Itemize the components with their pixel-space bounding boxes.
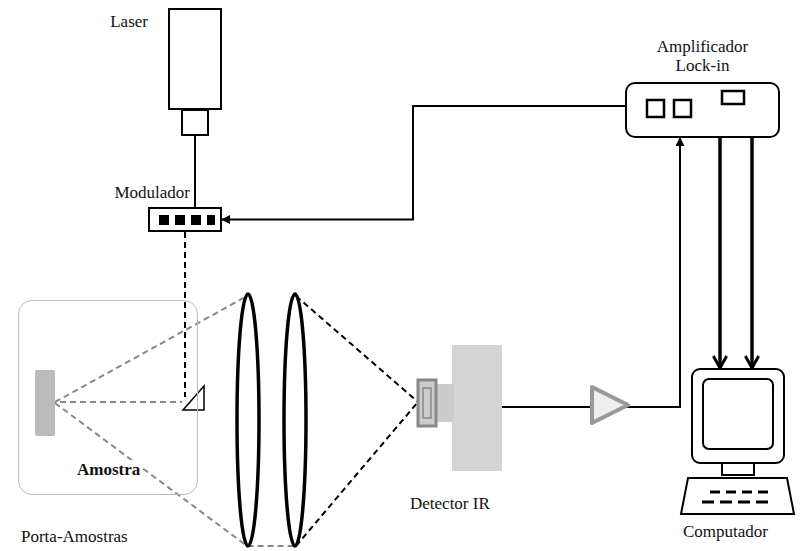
node-label: Computador [683, 522, 768, 542]
lockin-amplifier-box: Amplificador Lock-in [625, 82, 780, 138]
sample: Amostra [35, 370, 55, 436]
lens [237, 294, 259, 546]
preamplifier-symbol [592, 387, 628, 423]
connector [718, 138, 722, 368]
light-ray [60, 401, 182, 403]
connector [502, 138, 680, 407]
lens [284, 294, 306, 546]
mirror-prism [183, 386, 204, 410]
sample-holder-region: AmostraPorta-Amostras [18, 300, 198, 495]
node-label: Porta-Amostras [21, 527, 128, 547]
connector [222, 106, 625, 220]
computer-drawing [680, 368, 795, 518]
connector [184, 232, 186, 397]
ir-detector: Detector IR [416, 340, 502, 474]
node-label: Amplificador Lock-in [641, 37, 765, 76]
node-label: Laser [110, 12, 148, 32]
modulator-box: Modulador [148, 207, 222, 232]
light-ray [296, 296, 418, 402]
laser-nozzle [182, 110, 208, 135]
ir-detector-drawing [416, 340, 502, 474]
computer: Computador [680, 368, 795, 518]
modulator-box-drawing [150, 209, 220, 230]
node-label: Detector IR [410, 494, 490, 514]
light-ray [55, 296, 247, 402]
light-ray [296, 402, 418, 546]
node-label: Modulador [114, 183, 190, 203]
connector [750, 138, 754, 368]
laser-box: Laser [168, 8, 222, 110]
node-label: Amostra [75, 460, 142, 480]
lockin-amplifier-box-drawing [627, 84, 778, 136]
